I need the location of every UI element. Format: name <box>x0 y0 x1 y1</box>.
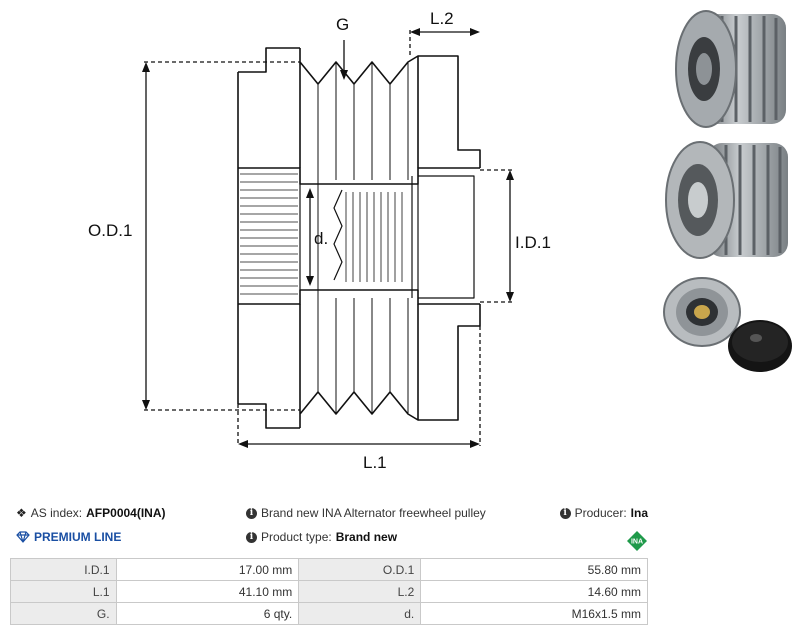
pulley-technical-drawing: G L.2 O.D.1 I.D.1 d. L.1 <box>88 9 551 472</box>
info-icon: i <box>246 531 257 543</box>
spec-value: 14.60 mm <box>420 580 648 603</box>
info-icon: i <box>246 507 257 519</box>
ina-logo-mark: INA <box>627 531 647 551</box>
producer-value: Ina <box>630 506 648 520</box>
premium-line-text: PREMIUM LINE <box>34 530 122 544</box>
product-type-label: Product type: <box>261 530 332 544</box>
tag-icon: ❖ <box>16 506 27 520</box>
diamond-icon <box>16 531 30 543</box>
info-icon: i <box>559 507 571 519</box>
label-g: G <box>336 15 349 34</box>
spec-value: 41.10 mm <box>115 580 300 603</box>
thread-hatching <box>345 192 403 282</box>
thread-zigzag <box>333 189 343 281</box>
spec-label: L.1 <box>10 580 117 603</box>
spec-label: d. <box>298 602 422 625</box>
description: i Brand new INA Alternator freewheel pul… <box>246 506 486 520</box>
spec-label: O.D.1 <box>298 558 422 581</box>
info-row-2: PREMIUM LINE i Product type: Brand new I… <box>14 530 648 551</box>
label-od1: O.D.1 <box>88 221 132 240</box>
spec-label: L.2 <box>298 580 422 603</box>
product-photo-with-cap <box>663 277 792 372</box>
as-index-label: AS index: <box>30 506 83 520</box>
product-type-value: Brand new <box>335 530 398 544</box>
as-index: ❖ AS index: AFP0004(INA) <box>16 506 166 520</box>
bore-outline <box>299 175 475 299</box>
table-row: L.1 41.10 mm L.2 14.60 mm <box>10 580 648 603</box>
spline-hatching <box>240 173 298 295</box>
product-type: i Product type: Brand new <box>246 530 397 544</box>
svg-text:INA: INA <box>631 539 643 546</box>
left-flange <box>237 47 300 429</box>
ina-logo: INA <box>626 530 648 552</box>
label-id1: I.D.1 <box>515 233 551 252</box>
l1-extension-lines <box>237 326 481 446</box>
label-l2: L.2 <box>430 9 454 28</box>
od-extension-lines <box>144 61 300 411</box>
spec-table: I.D.1 17.00 mm O.D.1 55.80 mm L.1 41.10 … <box>10 558 648 625</box>
hub-outline <box>237 167 480 305</box>
spec-value: 17.00 mm <box>115 558 300 581</box>
spec-label: I.D.1 <box>10 558 117 581</box>
product-photo-side <box>675 10 786 128</box>
as-index-value: AFP0004(INA) <box>86 506 166 520</box>
spec-label: G. <box>10 602 117 625</box>
label-l1: L.1 <box>363 453 387 472</box>
table-row: G. 6 qty. d. M16x1.5 mm <box>10 602 648 625</box>
table-row: I.D.1 17.00 mm O.D.1 55.80 mm <box>10 558 648 581</box>
groove-lines <box>317 62 409 414</box>
premium-line-badge: PREMIUM LINE <box>16 530 121 544</box>
label-d: d. <box>314 229 328 248</box>
description-text: Brand new INA Alternator freewheel pulle… <box>261 506 486 520</box>
spec-value: 6 qty. <box>115 602 300 625</box>
spec-value: 55.80 mm <box>420 558 648 581</box>
id-extension-lines <box>480 169 512 303</box>
producer: i Producer: Ina <box>559 506 648 520</box>
spec-value: M16x1.5 mm <box>420 602 648 625</box>
producer-label: Producer: <box>574 506 627 520</box>
info-row-1: ❖ AS index: AFP0004(INA) i Brand new INA… <box>14 506 648 522</box>
product-photo-front <box>665 141 788 259</box>
